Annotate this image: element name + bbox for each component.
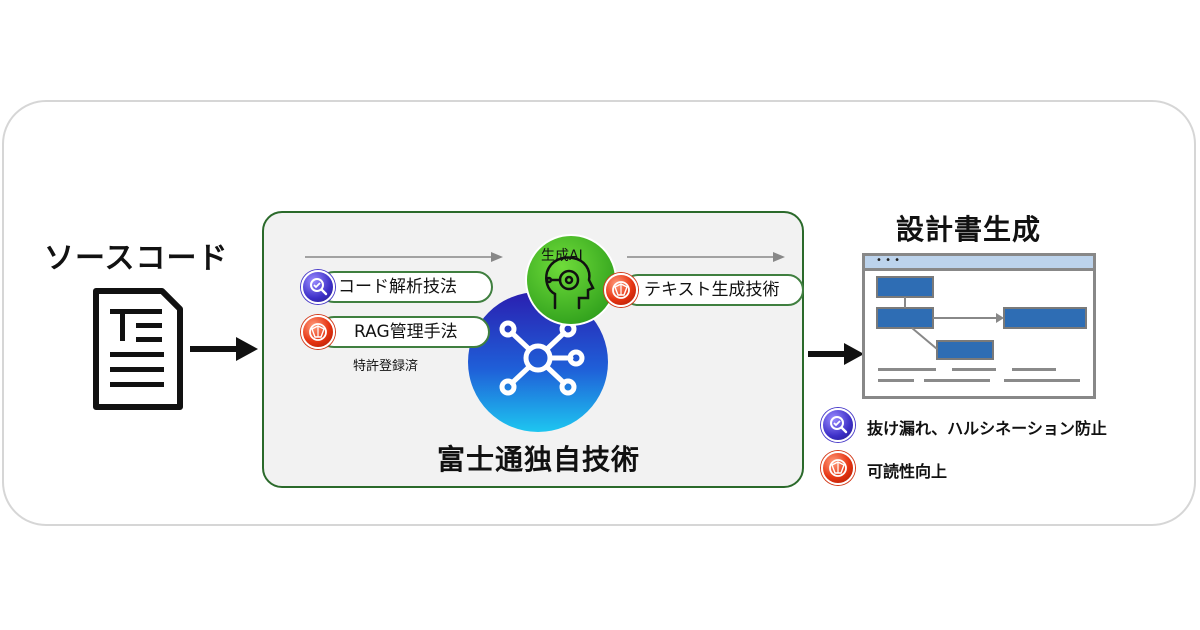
generative-ai-icon — [525, 234, 617, 330]
generative-ai-label: 生成AI — [541, 248, 583, 264]
output-arrow — [808, 343, 864, 365]
text-generation-pill: テキスト生成技術 — [622, 274, 804, 306]
rag-management-label: RAG管理手法 — [354, 322, 458, 342]
input-arrow — [190, 337, 258, 361]
source-code-title: ソースコード — [44, 241, 229, 276]
readability-icon — [604, 273, 638, 307]
design-document-icon: • • • — [862, 253, 1096, 403]
legend-label: 可読性向上 — [867, 462, 948, 481]
legend-label: 抜け漏れ、ハルシネーション防止 — [867, 419, 1107, 438]
flow-arrow-left — [305, 252, 503, 262]
window-dots: • • • — [876, 255, 901, 266]
code-analysis-pill: コード解析技法 — [318, 271, 493, 303]
readability-icon — [821, 451, 855, 485]
rag-management-pill: RAG管理手法 — [318, 316, 490, 348]
design-doc-title: 設計書生成 — [896, 213, 1042, 246]
search-check-icon — [821, 408, 855, 442]
code-analysis-label: コード解析技法 — [338, 277, 457, 297]
text-generation-label: テキスト生成技術 — [644, 280, 780, 300]
network-hub-icon — [467, 291, 609, 437]
flow-arrow-right — [627, 252, 785, 262]
core-technology-title: 富士通独自技術 — [437, 443, 641, 476]
readability-icon — [301, 315, 335, 349]
search-check-icon — [301, 270, 335, 304]
text-document-icon — [90, 287, 186, 417]
patent-note: 特許登録済 — [353, 359, 419, 374]
